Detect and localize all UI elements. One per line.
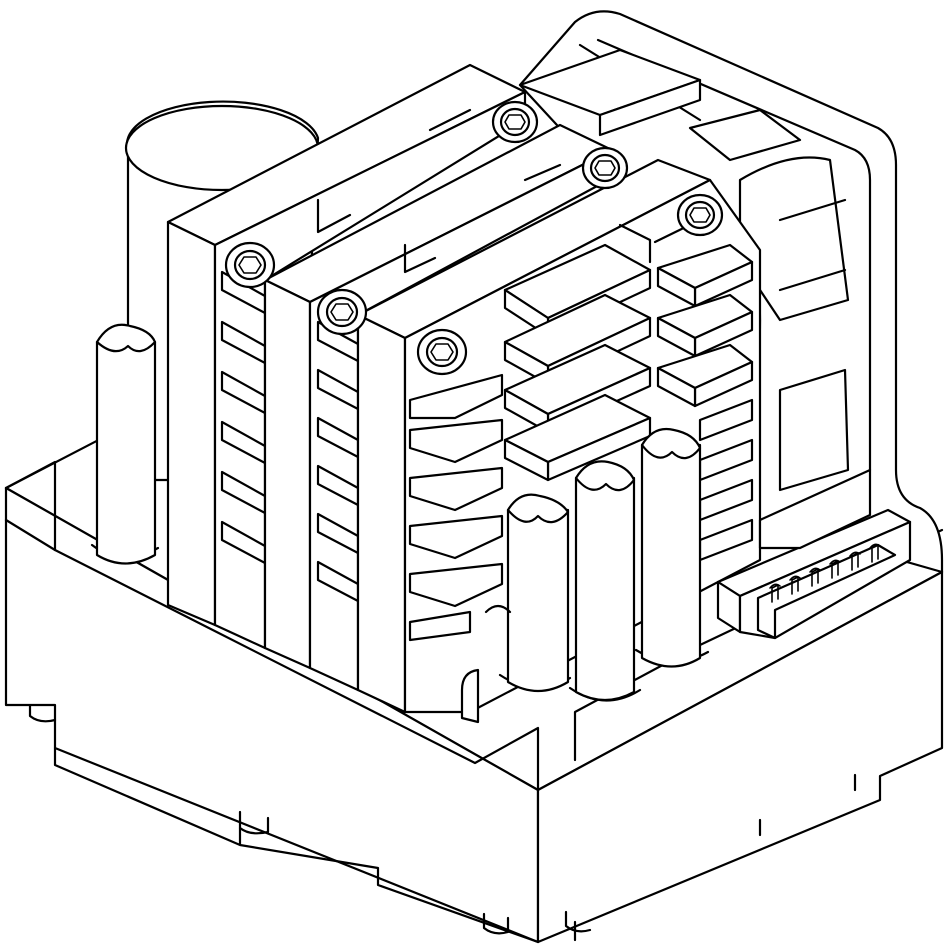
screw-6 xyxy=(416,328,468,376)
screws xyxy=(224,100,724,376)
base-inner-rim xyxy=(53,528,944,792)
left-cylinder xyxy=(90,323,160,565)
fan-blade-mid xyxy=(778,198,847,292)
cylinder-c xyxy=(634,427,710,668)
screw-5 xyxy=(316,288,368,336)
heatsink-rear-front xyxy=(166,220,217,627)
screw-3 xyxy=(676,193,724,237)
heatsink-front-fins-left xyxy=(408,373,504,642)
heatsink-middle xyxy=(263,123,614,692)
heatsink-rear xyxy=(166,63,527,650)
cylinder-a xyxy=(498,493,572,692)
fan-mid-block xyxy=(688,108,802,162)
heatsink-front xyxy=(356,158,762,714)
screw-1 xyxy=(491,100,539,144)
cylinder-b xyxy=(568,460,642,702)
screw-4 xyxy=(224,241,276,289)
left-cylinder-top xyxy=(95,323,157,353)
small-post xyxy=(460,604,512,724)
heatsink-front-fins-center xyxy=(503,243,652,482)
fan-lower-window xyxy=(778,368,850,492)
base-feet-bottom xyxy=(482,910,592,935)
front-cylinders xyxy=(498,427,710,702)
right-step xyxy=(758,468,872,550)
base-left-bottom-feet xyxy=(53,746,540,944)
heatsink-front-front xyxy=(356,313,407,714)
left-cylinder-body xyxy=(95,340,157,565)
screw-2 xyxy=(581,146,629,190)
base-rim-left-step xyxy=(4,460,57,552)
heatsink-rear-slot xyxy=(316,108,472,234)
connector-pins xyxy=(769,543,881,603)
base-feet-left xyxy=(28,704,270,835)
pin-connector xyxy=(716,508,912,640)
heatsink-rear-fins xyxy=(220,270,267,565)
heatsink-middle-front xyxy=(263,278,312,670)
heatsink-middle-slot xyxy=(403,163,562,274)
fan-top-block-side xyxy=(598,78,702,137)
heatsink-middle-fins xyxy=(316,320,360,603)
fan-blade-window xyxy=(738,156,850,322)
